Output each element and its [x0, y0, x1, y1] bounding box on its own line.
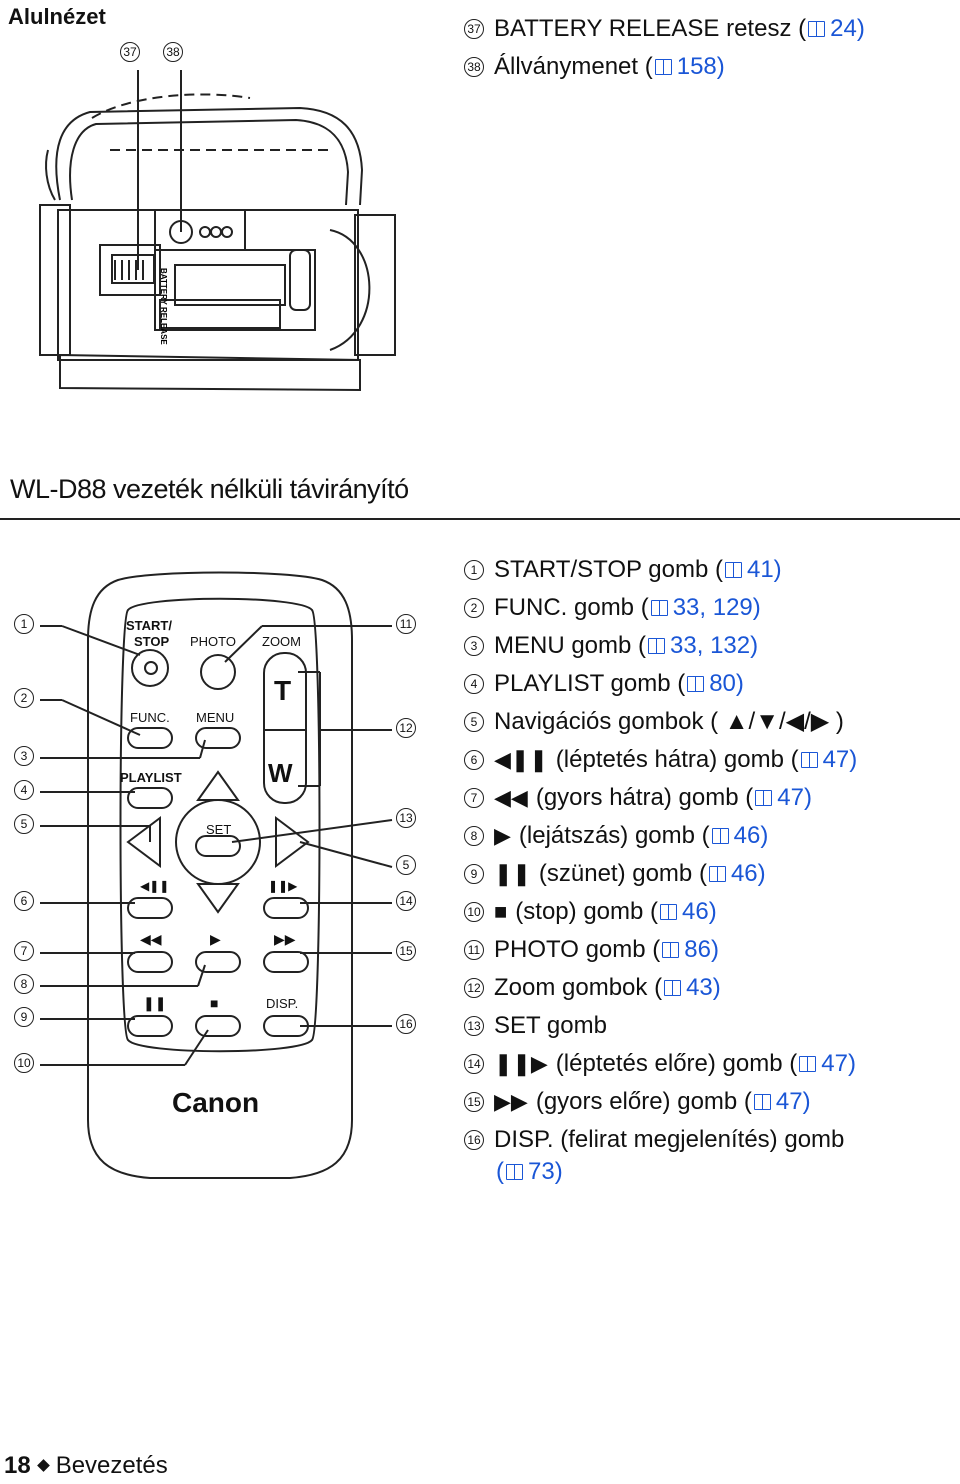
book-icon — [755, 790, 773, 806]
book-icon — [654, 59, 673, 75]
frame-forward-icon: ❚❚▶ — [494, 1051, 548, 1076]
list-item-9: 9❚❚(szünet) gomb (46) — [464, 859, 766, 889]
remote-callout-4: 4 — [14, 780, 44, 801]
play-icon: ▶ — [494, 823, 511, 848]
remote-callout-5-right: 5 — [396, 855, 426, 876]
list-item-14: 14❚❚▶(léptetés előre) gomb (47) — [464, 1049, 856, 1079]
book-icon — [687, 676, 705, 692]
list-item-15: 15▶▶(gyors előre) gomb (47) — [464, 1087, 811, 1117]
frame-back-icon: ◀❚❚ — [494, 747, 548, 772]
playlist-label: PLAYLIST — [120, 770, 182, 785]
remote-callout-16: 16 — [396, 1014, 426, 1035]
pause-icon: ❚❚ — [143, 995, 166, 1012]
canon-logo: Canon — [172, 1087, 259, 1118]
remote-title: WL-D88 vezeték nélküli távirányító — [10, 474, 409, 504]
list-item-10: 10■(stop) gomb (46) — [464, 897, 717, 927]
remote-callout-7: 7 — [14, 941, 44, 962]
remote-illustration: START/ STOP PHOTO ZOOM T W FUNC. MENU PL… — [40, 571, 393, 1179]
book-icon — [799, 1056, 817, 1072]
section-header: Alulnézet — [4, 2, 112, 36]
menu-label: MENU — [196, 710, 234, 725]
battery-release-label: BATTERY RELEASE — [159, 268, 168, 345]
play-icon: ▶ — [210, 931, 221, 947]
remote-callout-9: 9 — [14, 1007, 44, 1028]
book-icon — [660, 904, 678, 920]
fast-forward-icon: ▶▶ — [494, 1089, 528, 1114]
book-icon — [711, 828, 730, 844]
photo-label: PHOTO — [190, 634, 236, 649]
book-icon — [753, 1094, 772, 1110]
page-footer: 18 Bevezetés — [4, 1452, 168, 1480]
rewind-icon: ◀◀ — [140, 931, 162, 947]
stop-icon: ■ — [210, 995, 218, 1011]
remote-callout-5: 5 — [14, 814, 44, 835]
book-icon — [808, 21, 826, 37]
book-icon — [506, 1164, 524, 1180]
list-item-8: 8▶(lejátszás) gomb (46) — [464, 821, 768, 851]
page-number: 18 — [4, 1452, 31, 1479]
pause-icon: ❚❚ — [494, 861, 531, 886]
callout-38: 38 — [163, 42, 193, 63]
frame-back-icon: ◀❚❚ — [140, 879, 169, 893]
remote-callout-11: 11 — [396, 614, 426, 635]
remote-callout-12: 12 — [396, 718, 426, 739]
tele-label: T — [274, 675, 291, 706]
remote-callout-13: 13 — [396, 808, 426, 829]
book-icon — [664, 980, 682, 996]
func-label: FUNC. — [130, 710, 170, 725]
book-icon — [648, 638, 666, 654]
remote-callout-3: 3 — [14, 746, 44, 767]
book-icon — [724, 562, 743, 578]
book-icon — [662, 942, 680, 958]
remote-callout-15: 15 — [396, 941, 426, 962]
book-icon — [650, 600, 669, 616]
remote-callout-10: 10 — [14, 1053, 44, 1074]
disp-label: DISP. — [266, 996, 298, 1011]
start-stop-label: START/ — [126, 618, 172, 633]
svg-text:STOP: STOP — [134, 634, 169, 649]
title-rule — [0, 518, 960, 520]
list-item-7: 7◀◀(gyors hátra) gomb (47) — [464, 783, 812, 813]
list-item-16-ref: (73) — [496, 1158, 563, 1185]
wide-label: W — [268, 758, 293, 788]
zoom-label: ZOOM — [262, 634, 301, 649]
camcorder-bottom-illustration: BATTERY RELEASE — [39, 70, 396, 392]
remote-callout-14: 14 — [396, 891, 426, 912]
diamond-icon — [36, 1459, 50, 1472]
callout-37: 37 — [120, 42, 150, 63]
rewind-icon: ◀◀ — [494, 785, 528, 810]
book-icon — [708, 866, 727, 882]
stop-icon: ■ — [494, 899, 508, 924]
fast-forward-icon: ▶▶ — [274, 931, 296, 947]
remote-callout-2: 2 — [14, 688, 44, 709]
remote-callout-8: 8 — [14, 974, 44, 995]
remote-callout-1: 1 — [14, 614, 44, 635]
set-label: SET — [206, 822, 231, 837]
list-item-6: 6◀❚❚(léptetés hátra) gomb (47) — [464, 745, 857, 775]
remote-callout-6: 6 — [14, 891, 44, 912]
frame-forward-icon: ❚❚▶ — [268, 879, 298, 893]
book-icon — [800, 752, 819, 768]
section-name: Bevezetés — [55, 1452, 168, 1479]
